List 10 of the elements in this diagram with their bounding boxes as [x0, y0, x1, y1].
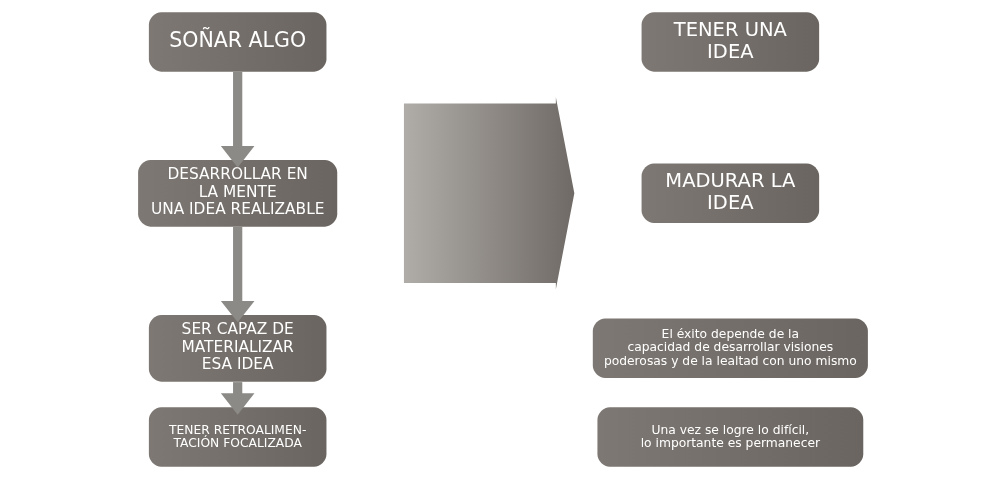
node-box: SER CAPAZ DE MATERIALIZAR ESA IDEA — [148, 314, 327, 382]
node-box: DESARROLLAR EN LA MENTE UNA IDEA REALIZABLE — [138, 159, 338, 227]
arrow — [220, 71, 255, 168]
arrow — [220, 226, 255, 323]
node-box: SOÑAR ALGO — [148, 12, 327, 72]
node-box: TENER UNA IDEA — [641, 12, 820, 72]
node-box: Una vez se logre lo difícil, lo importante es permanecer — [597, 407, 864, 467]
node-box: El éxito depende de la capacidad de desarrollar visiones poderosas y de la lealtad con uno mismo — [592, 318, 868, 379]
node-box: MADURAR LA IDEA — [641, 163, 820, 224]
node-box: TENER RETROALIMEN- TACIÓN FOCALIZADA — [148, 407, 327, 467]
